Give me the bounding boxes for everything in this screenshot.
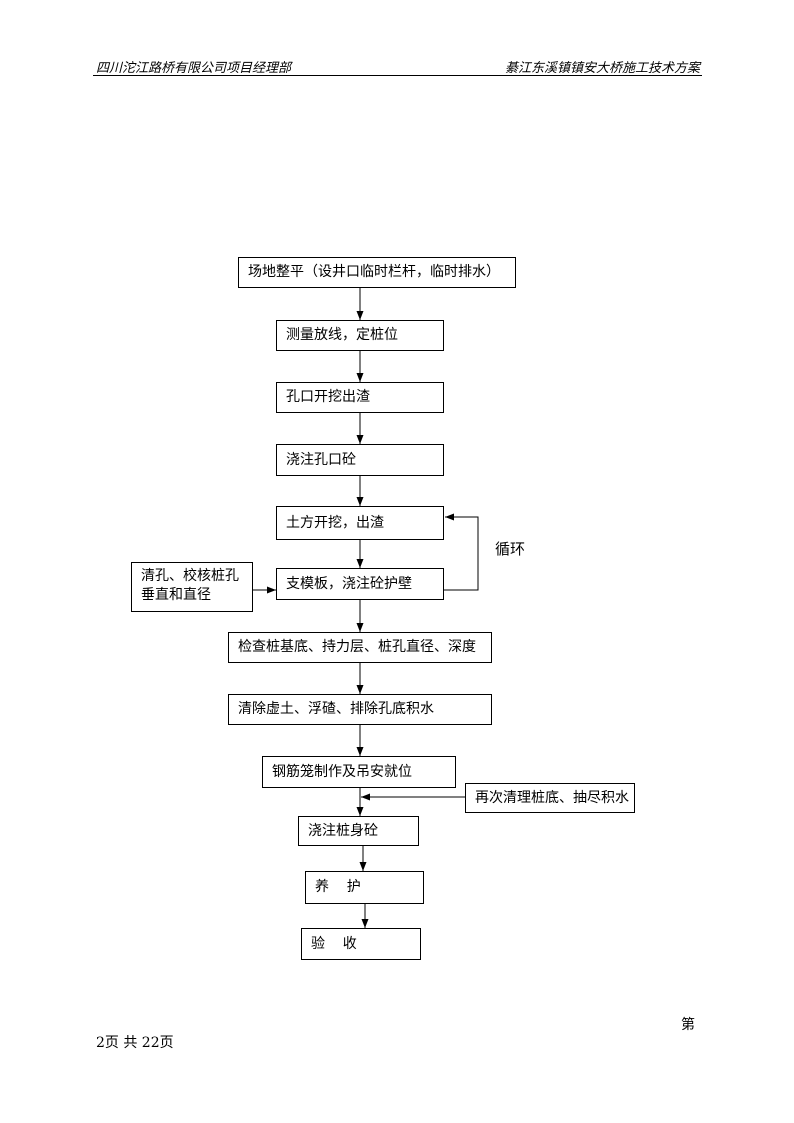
flow-step-rebar-cage: 钢筋笼制作及吊安就位 <box>262 756 456 788</box>
flow-step-hole-excavation: 孔口开挖出渣 <box>276 382 444 413</box>
flow-step-survey-layout: 测量放线，定桩位 <box>276 320 444 351</box>
flow-step-clean-bottom: 清除虚土、浮碴、排除孔底积水 <box>228 694 492 725</box>
page-count: 2页 共 22页 <box>96 1035 174 1051</box>
flow-step-pour-collar: 浇注孔口砼 <box>276 444 444 476</box>
flow-step-inspect-base: 检查桩基底、持力层、桩孔直径、深度 <box>228 632 492 663</box>
header-rule <box>93 75 702 76</box>
flow-step-pour-pile: 浇注桩身砼 <box>298 816 419 846</box>
page-word: 第 <box>681 1017 695 1033</box>
flow-step-acceptance: 验 收 <box>301 928 421 960</box>
flow-step-site-leveling: 场地整平（设井口临时栏杆，临时排水） <box>238 257 516 288</box>
flow-step-earth-excavation: 土方开挖，出渣 <box>276 506 444 540</box>
side-note-reclean-bottom: 再次清理桩底、抽尽积水 <box>465 783 635 813</box>
side-note-verify-hole: 清孔、校核桩孔垂直和直径 <box>131 562 253 612</box>
loop-label: 循环 <box>495 540 526 558</box>
header-company: 四川沱江路桥有限公司项目经理部 <box>96 61 292 76</box>
header-project-title: 綦江东溪镇镇安大桥施工技术方案 <box>504 61 700 76</box>
loop-arrow <box>443 513 479 591</box>
flow-step-formwork-lining: 支模板，浇注砼护壁 <box>276 568 444 600</box>
flow-step-curing: 养 护 <box>305 871 424 904</box>
